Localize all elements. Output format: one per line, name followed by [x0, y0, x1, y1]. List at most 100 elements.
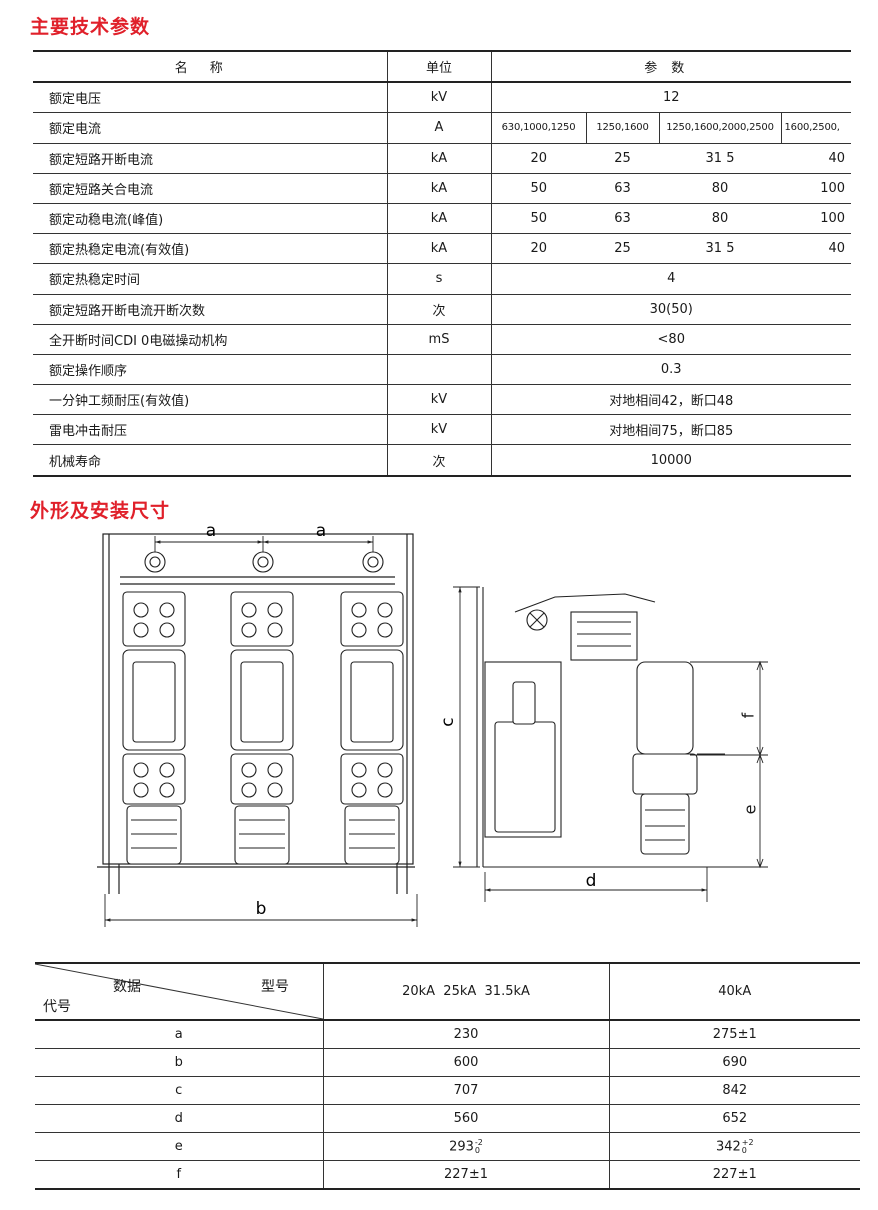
dim-value: 842: [609, 1076, 860, 1105]
pole-3: [340, 551, 404, 865]
row-name: 额定动稳电流(峰值): [33, 203, 387, 235]
dim-value: 275±1: [609, 1020, 860, 1049]
table-row: 额定动稳电流(峰值) kA 50 63 80 100: [33, 203, 852, 235]
table-row: a 230 275±1: [35, 1020, 860, 1049]
table-row: f 227±1 227±1: [35, 1160, 860, 1190]
side-view: [476, 587, 698, 868]
row-name: 额定热稳定电流(有效值): [33, 233, 387, 265]
table-row: 雷电冲击耐压 kV 对地相间75，断口85: [33, 414, 852, 446]
dim-header-row: 数据 型号 代号 20kA 25kA 31.5kA 40kA: [35, 962, 860, 1021]
row-unit: kA: [386, 233, 492, 265]
row-value: 80: [659, 173, 781, 204]
row-unit: kA: [386, 203, 492, 235]
outline-drawing: a a b c d: [97, 522, 725, 927]
row-value: 对地相间42，断口48: [491, 384, 852, 416]
diag-model-label: 型号: [261, 979, 289, 995]
pole-group: [122, 551, 404, 865]
row-value: 4: [491, 263, 852, 295]
spec-table: 名称 单位 参数 额定电压 kV 12 额定电流 A 630,1000,1250…: [33, 49, 852, 477]
dim-label-d: d: [586, 871, 597, 891]
dim-value: 560: [322, 1104, 610, 1133]
row-value: 1250,1600,2000,2500: [658, 112, 781, 144]
dim-value: 230: [322, 1020, 610, 1049]
row-unit: kV: [386, 414, 492, 446]
dim-value: 293: [449, 1139, 474, 1154]
tol-upper: -2: [474, 1137, 483, 1147]
header-name: 名称: [33, 49, 387, 84]
row-value: 40: [781, 143, 852, 174]
diag-data-label: 数据: [113, 979, 141, 995]
row-value: <80: [491, 324, 852, 355]
row-value: 100: [781, 203, 852, 235]
table-row: 额定短路关合电流 kA 50 63 80 100: [33, 173, 852, 204]
row-unit: kA: [386, 143, 492, 174]
side-dim-lines: [690, 660, 768, 869]
row-unit: A: [386, 112, 492, 144]
dim-code: c: [35, 1076, 323, 1105]
dim-value: 227±1: [322, 1160, 610, 1190]
row-value: 25: [586, 233, 659, 265]
row-name: 机械寿命: [33, 444, 387, 477]
row-name: 额定电压: [33, 82, 387, 114]
table-row: 额定电流 A 630,1000,1250 1250,1600 1250,1600…: [33, 112, 852, 144]
dim-code: d: [35, 1104, 323, 1133]
dim-code: b: [35, 1048, 323, 1077]
table-row: 额定热稳定时间 s 4: [33, 263, 852, 295]
row-value: 100: [781, 173, 852, 204]
specs-heading: 主要技术参数: [30, 16, 151, 38]
table-row: b 600 690: [35, 1048, 860, 1077]
row-value: 63: [586, 173, 659, 204]
row-name: 一分钟工频耐压(有效值): [33, 384, 387, 416]
header-params: 参数: [491, 49, 852, 84]
tol-lower: 0: [474, 1145, 481, 1155]
row-unit: kA: [386, 173, 492, 204]
row-unit: 次: [386, 444, 492, 477]
dim-value: 342: [715, 1139, 741, 1154]
row-value: 50: [491, 203, 586, 235]
row-value: 30(50): [491, 294, 852, 325]
table-row: d 560 652: [35, 1104, 860, 1133]
row-value: 31 5: [659, 143, 781, 174]
table-row: c 707 842: [35, 1076, 860, 1105]
row-value: 40: [781, 233, 852, 265]
table-row: 机械寿命 次 10000: [33, 444, 852, 477]
table-row: 额定操作顺序 0.3: [33, 354, 852, 386]
row-unit: kV: [386, 384, 492, 416]
dim-label-a2: a: [316, 522, 326, 541]
dim-value: 707: [322, 1076, 610, 1105]
table-row: 额定短路开断电流 kA 20 25 31 5 40: [33, 143, 852, 174]
row-name: 额定操作顺序: [33, 354, 387, 386]
dim-label-a1: a: [206, 522, 216, 541]
row-value: 20: [491, 143, 586, 174]
tol-upper: +2: [741, 1137, 754, 1147]
row-name: 额定短路开断电流: [33, 143, 387, 174]
table-row: 额定热稳定电流(有效值) kA 20 25 31 5 40: [33, 233, 852, 265]
row-unit: s: [386, 263, 492, 295]
dim-value: 600: [322, 1048, 610, 1077]
row-name: 雷电冲击耐压: [33, 414, 387, 446]
row-unit: [386, 354, 492, 386]
row-value: 0.3: [491, 354, 852, 386]
row-value: 对地相间75，断口85: [491, 414, 852, 446]
dim-label-b: b: [256, 899, 267, 919]
pole-1: [122, 551, 186, 865]
row-value: 80: [659, 203, 781, 235]
row-value: 20: [491, 233, 586, 265]
dim-code: e: [35, 1132, 323, 1161]
table-row: 一分钟工频耐压(有效值) kV 对地相间42，断口48: [33, 384, 852, 416]
row-value: 1600,2500,: [780, 112, 852, 144]
row-unit: 次: [386, 294, 492, 325]
dim-code: f: [35, 1160, 323, 1190]
row-name: 额定电流: [33, 112, 387, 144]
col-header-40ka: 40kA: [609, 962, 860, 1021]
header-unit: 单位: [386, 49, 492, 84]
row-value: 12: [491, 82, 852, 114]
diagonal-header-cell: 数据 型号 代号: [35, 962, 323, 1021]
col-header-small: 20kA 25kA 31.5kA: [322, 962, 610, 1021]
dimension-table: 数据 型号 代号 20kA 25kA 31.5kA 40kA a 230 275…: [35, 962, 860, 1190]
spec-header-row: 名称 单位 参数: [33, 49, 852, 84]
row-value: 31 5: [659, 233, 781, 265]
row-value: 63: [586, 203, 659, 235]
